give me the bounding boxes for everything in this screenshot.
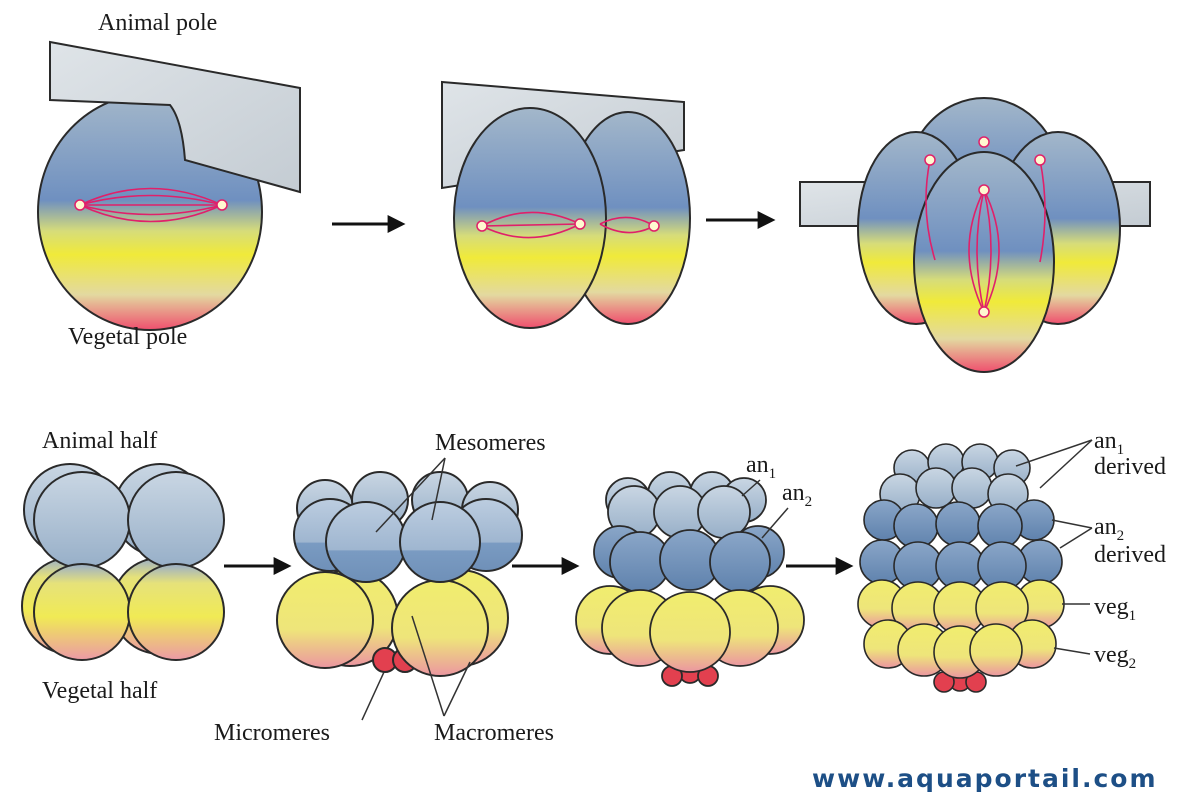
an2-leader — [761, 507, 789, 539]
an2-derived-leader-1 — [1051, 519, 1093, 529]
veg1-label: veg1 — [1094, 594, 1136, 624]
embryo-64-cell — [857, 443, 1065, 693]
an2-derived-label: an2 — [1094, 514, 1124, 544]
vegetal-half-label: Vegetal half — [42, 678, 157, 704]
animal-pole-label: Animal pole — [98, 10, 217, 36]
egg-stage-2 — [441, 80, 691, 329]
watermark-background — [808, 766, 1200, 800]
micromeres-leader — [361, 671, 385, 721]
an1-derived-word: derived — [1094, 454, 1166, 480]
cleavage-plane — [49, 40, 301, 194]
egg-stage-3 — [799, 97, 1151, 373]
an1-derived-leader-2 — [1039, 439, 1093, 489]
an2-derived-leader-2 — [1059, 527, 1093, 549]
mesomeres-leader-1 — [375, 457, 446, 533]
macromeres-leader-2 — [443, 661, 471, 717]
an1-label: an1 — [746, 452, 776, 482]
vegetal-pole-label: Vegetal pole — [68, 324, 187, 350]
embryo-8-cell — [21, 463, 225, 661]
mesomeres-leader-2 — [431, 457, 446, 521]
embryo-32-cell — [575, 471, 805, 687]
an1-derived-label: an1 — [1094, 428, 1124, 458]
an1-derived-leader-1 — [1015, 439, 1093, 467]
micromeres-label: Micromeres — [214, 720, 330, 746]
veg2-leader — [1053, 647, 1091, 655]
watermark-text: www.aquaportail.com — [812, 764, 1158, 793]
an2-label: an2 — [782, 480, 812, 510]
mesomeres-label: Mesomeres — [435, 430, 546, 456]
macromeres-leader-1 — [411, 615, 445, 717]
an1-leader — [741, 479, 761, 497]
egg-stage-1 — [37, 40, 301, 331]
mitotic-spindle — [79, 187, 223, 223]
macromeres-label: Macromeres — [434, 720, 554, 746]
an2-derived-word: derived — [1094, 542, 1166, 568]
veg2-label: veg2 — [1094, 642, 1136, 672]
animal-half-label: Animal half — [42, 428, 157, 454]
embryo-16-cell — [276, 471, 523, 677]
